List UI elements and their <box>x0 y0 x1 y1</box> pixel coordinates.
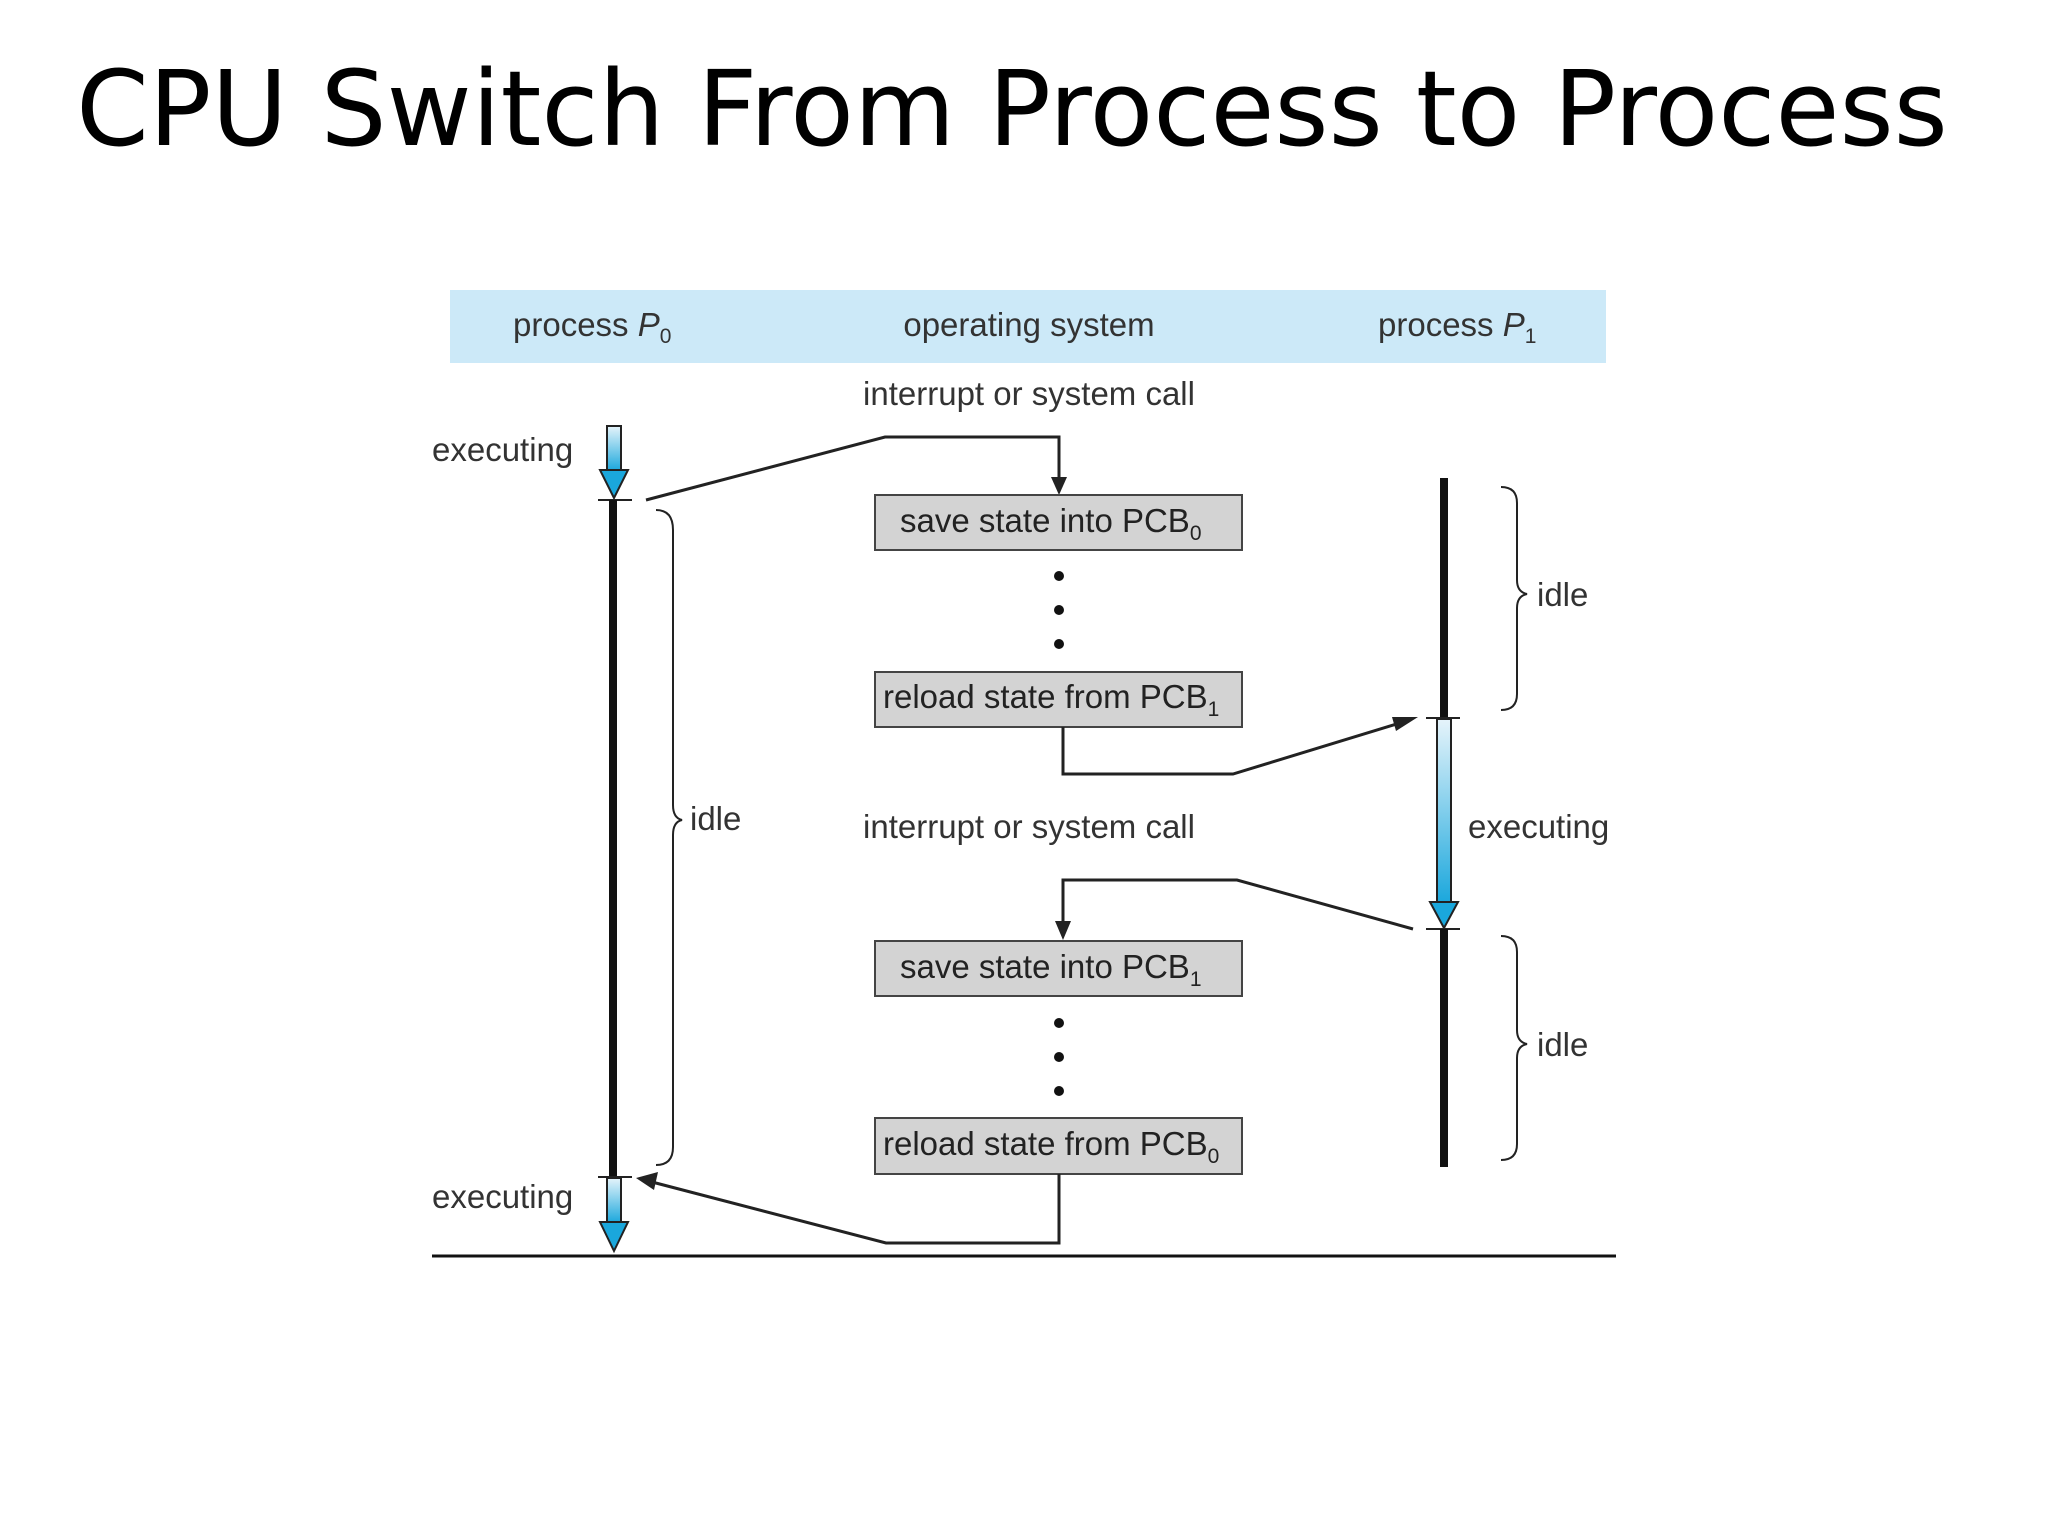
arrow-reload-pcb1-to-p1 <box>1061 721 1401 776</box>
header-operating-system: operating system <box>903 306 1154 343</box>
p0-executing-top-label: executing <box>432 431 573 468</box>
slide-title: CPU Switch From Process to Process <box>76 48 1948 170</box>
p1-idle-brace-bottom <box>1500 935 1528 1161</box>
p1-executing-arrow <box>1428 718 1460 931</box>
box-save-state-pcb0: save state into PCB0 <box>874 494 1243 551</box>
header-process-p1: process P1 <box>1378 306 1536 348</box>
interrupt-label-2: interrupt or system call <box>863 808 1195 845</box>
p1-executing-label: executing <box>1468 808 1609 845</box>
svg-text:reload state from PCB1: reload state from PCB1 <box>883 678 1219 721</box>
svg-text:save state into PCB1: save state into PCB1 <box>900 948 1202 991</box>
p0-idle-bar <box>609 500 617 1177</box>
ellipsis-dots-2 <box>1054 1018 1064 1096</box>
arrowhead-p0-resume <box>636 1172 658 1190</box>
arrowhead-save-pcb0 <box>1051 477 1067 495</box>
p1-idle-brace-top <box>1500 486 1528 711</box>
p0-idle-label: idle <box>690 800 741 837</box>
p1-idle-bar-top <box>1440 478 1448 718</box>
ellipsis-dots-1 <box>1054 571 1064 649</box>
p1-idle-bar-bottom <box>1440 929 1448 1167</box>
arrow-p1-to-save-pcb1 <box>1061 878 1414 931</box>
header-process-p0: process P0 <box>513 306 671 348</box>
p1-idle-top-label: idle <box>1537 576 1588 613</box>
p1-idle-bottom-label: idle <box>1537 1026 1588 1063</box>
box-save-state-pcb1: save state into PCB1 <box>874 940 1243 997</box>
arrow-p0-to-save-pcb0 <box>645 435 1061 502</box>
interrupt-label-1: interrupt or system call <box>863 375 1195 412</box>
box-reload-state-pcb1: reload state from PCB1 <box>874 671 1243 728</box>
p0-executing-arrow-top <box>598 425 630 501</box>
svg-text:reload state from PCB0: reload state from PCB0 <box>883 1125 1219 1168</box>
svg-text:save state into PCB0: save state into PCB0 <box>900 502 1202 545</box>
p0-executing-bottom-label: executing <box>432 1178 573 1215</box>
p0-executing-arrow-bottom <box>598 1177 630 1254</box>
arrowhead-save-pcb1 <box>1055 921 1071 940</box>
arrow-reload-pcb0-to-p0 <box>651 1174 1061 1245</box>
p0-idle-brace <box>655 509 683 1166</box>
box-reload-state-pcb0: reload state from PCB0 <box>874 1117 1243 1175</box>
arrowhead-p1-start <box>1392 717 1418 731</box>
header-band <box>450 290 1606 363</box>
